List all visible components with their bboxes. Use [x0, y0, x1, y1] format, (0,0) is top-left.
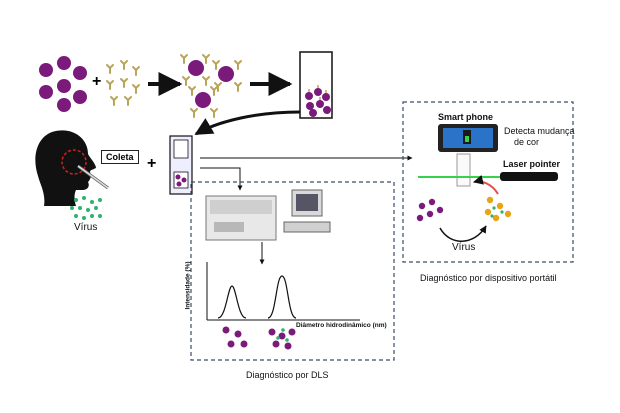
color-change-label-line2: de cor [514, 137, 540, 147]
portable-caption: Diagnóstico por dispositivo portátil [420, 273, 557, 283]
dls-plot [206, 262, 360, 321]
nanoparticles-dispersed [222, 326, 248, 348]
virus-label-right: Vírus [452, 242, 476, 253]
laser-label: Laser pointer [503, 159, 561, 169]
dls-caption: Diagnóstico por DLS [246, 370, 329, 380]
antibody-cluster [106, 60, 140, 106]
curved-arrow-virus [439, 225, 487, 242]
aggregates-portable [484, 196, 512, 222]
plus-sign-2: + [147, 155, 156, 172]
cuvette [456, 153, 471, 187]
virus-label-left: Vírus [74, 222, 98, 233]
nanoparticles-aggregated [268, 328, 296, 350]
x-axis-label: Diâmetro hidrodinâmico (nm) [296, 322, 387, 329]
patient-head-silhouette [35, 130, 109, 206]
conjugate-tube [299, 51, 333, 119]
collection-label: Coleta [101, 150, 139, 164]
color-change-label-line1: Detecta mudança [504, 126, 575, 136]
smartphone-label: Smart phone [438, 112, 494, 122]
y-axis-label: Intensidade (%) [184, 261, 192, 310]
nanoparticles-portable [416, 198, 444, 222]
portable-panel [402, 101, 574, 263]
smartphone [438, 124, 498, 152]
curved-arrow-to-cassette [194, 110, 301, 136]
arrow-to-dls [200, 167, 243, 191]
dls-instrument [205, 195, 277, 241]
red-arrow-aggregation [473, 174, 499, 195]
nanoparticle-cluster [39, 56, 87, 112]
test-cassette [169, 135, 193, 195]
dls-panel [190, 181, 395, 361]
conjugated-nanoparticles [180, 54, 242, 118]
laser-pointer-device [500, 172, 558, 181]
virus-particles-left [70, 196, 102, 220]
plus-sign-1: + [92, 73, 101, 90]
computer-workstation [283, 189, 331, 233]
